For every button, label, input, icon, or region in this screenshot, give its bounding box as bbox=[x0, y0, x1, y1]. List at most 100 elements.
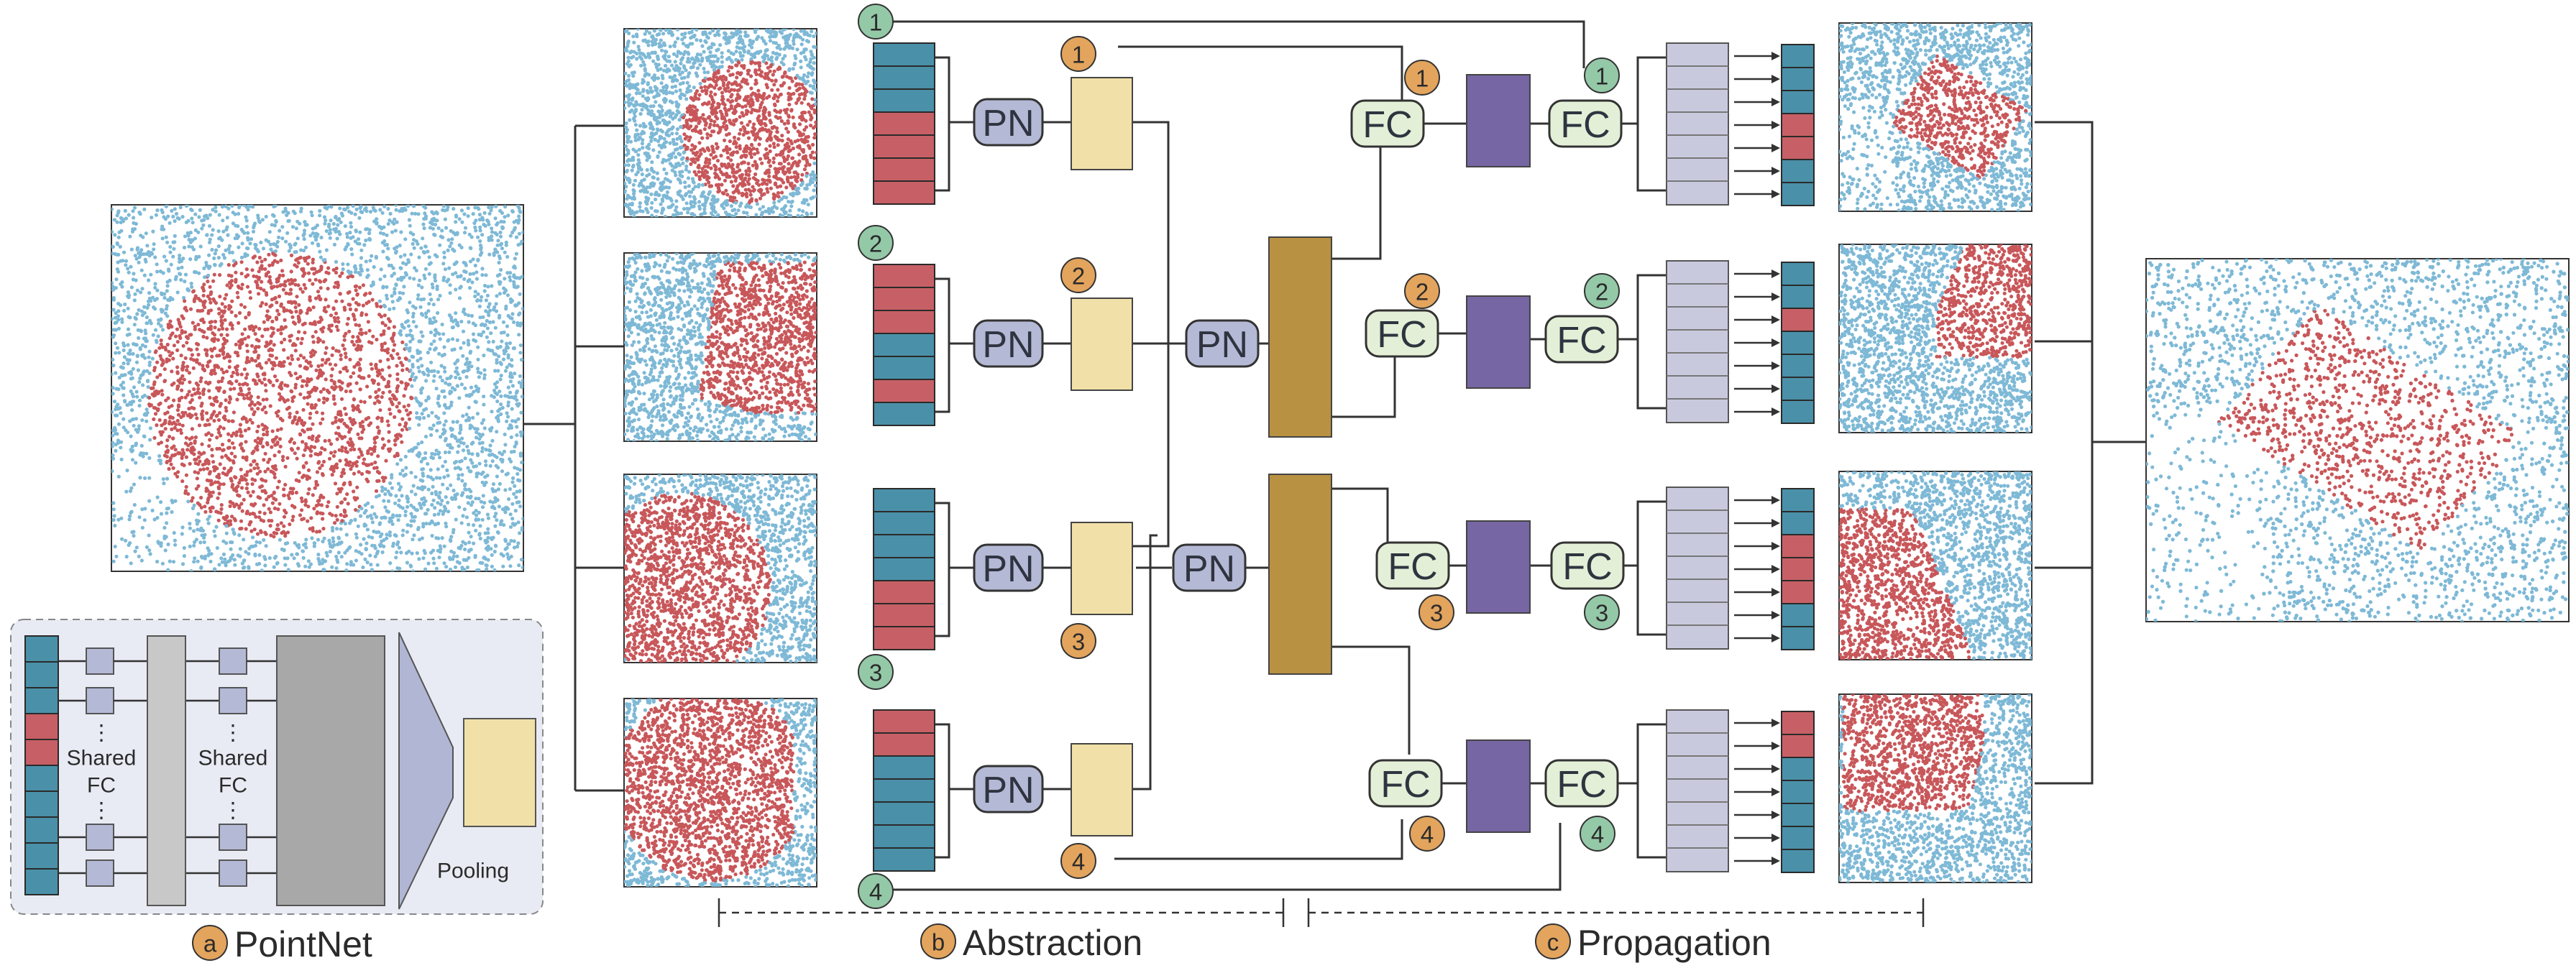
scatter-point bbox=[181, 413, 185, 418]
scatter-point bbox=[131, 351, 135, 356]
scatter-point bbox=[201, 308, 205, 313]
scatter-point bbox=[478, 253, 482, 257]
scatter-point bbox=[391, 513, 395, 517]
scatter-point bbox=[493, 369, 498, 373]
scatter-point bbox=[140, 287, 145, 291]
scatter-point bbox=[421, 556, 426, 561]
scatter-point bbox=[138, 346, 142, 350]
scatter-point bbox=[514, 441, 518, 446]
scatter-point bbox=[306, 402, 310, 406]
scatter-point bbox=[216, 338, 220, 342]
scatter-point bbox=[500, 459, 505, 464]
scatter-point bbox=[377, 400, 382, 405]
scatter-point bbox=[405, 367, 409, 372]
scatter-point bbox=[221, 326, 225, 331]
scatter-point bbox=[422, 408, 426, 412]
scatter-point bbox=[505, 254, 510, 259]
scatter-point bbox=[729, 94, 733, 99]
scatter-point bbox=[380, 321, 385, 326]
scatter-point bbox=[381, 390, 385, 395]
scatter-point bbox=[188, 333, 192, 337]
scatter-point bbox=[702, 207, 707, 211]
scatter-point bbox=[237, 211, 241, 216]
scatter-point bbox=[442, 250, 446, 254]
scatter-point bbox=[221, 426, 226, 430]
scatter-point bbox=[119, 516, 124, 520]
scatter-point bbox=[162, 367, 167, 372]
scatter-point bbox=[342, 514, 347, 519]
scatter-point bbox=[459, 382, 464, 387]
scatter-point bbox=[178, 422, 182, 426]
scatter-point bbox=[225, 283, 229, 287]
scatter-point bbox=[277, 294, 282, 298]
scatter-point bbox=[132, 216, 136, 220]
scatter-point bbox=[223, 297, 227, 301]
scatter-point bbox=[496, 417, 500, 422]
scatter-point bbox=[311, 529, 315, 533]
scatter-point bbox=[198, 540, 203, 545]
scatter-point bbox=[283, 400, 287, 404]
scatter-point bbox=[510, 209, 515, 214]
scatter-point bbox=[292, 395, 296, 399]
scatter-point bbox=[352, 318, 357, 322]
scatter-point bbox=[342, 334, 347, 338]
scatter-point bbox=[162, 379, 168, 383]
scatter-point bbox=[436, 521, 441, 526]
scatter-point bbox=[390, 274, 394, 278]
scatter-point bbox=[394, 250, 398, 254]
scatter-point bbox=[314, 368, 318, 372]
scatter-point bbox=[257, 553, 262, 557]
scatter-point bbox=[159, 338, 163, 343]
scatter-point bbox=[128, 489, 133, 494]
scatter-point bbox=[114, 448, 118, 453]
scatter-point bbox=[255, 540, 259, 544]
scatter-point bbox=[165, 521, 169, 525]
scatter-point bbox=[188, 441, 193, 446]
scatter-point bbox=[448, 557, 452, 561]
scatter-point bbox=[497, 315, 502, 320]
scatter-point bbox=[293, 382, 298, 387]
scatter-point bbox=[334, 431, 339, 435]
scatter-point bbox=[468, 259, 473, 264]
scatter-point bbox=[180, 562, 185, 566]
scatter-point bbox=[237, 392, 242, 397]
scatter-point bbox=[281, 287, 285, 292]
scatter-point bbox=[505, 341, 509, 346]
scatter-point bbox=[420, 440, 424, 445]
scatter-point bbox=[426, 351, 431, 355]
scatter-point bbox=[486, 219, 490, 223]
scatter-point bbox=[240, 561, 244, 566]
scatter-point bbox=[521, 275, 523, 279]
scatter-point bbox=[194, 270, 198, 275]
scatter-point bbox=[349, 225, 354, 229]
scatter-point bbox=[208, 438, 212, 442]
scatter-point bbox=[477, 497, 481, 501]
scatter-point bbox=[334, 259, 339, 264]
scatter-point bbox=[454, 220, 458, 224]
scatter-point bbox=[370, 462, 374, 466]
scatter-point bbox=[348, 307, 352, 311]
scatter-point bbox=[195, 522, 199, 526]
scatter-point bbox=[483, 223, 487, 228]
scatter-point bbox=[256, 424, 261, 428]
scatter-point bbox=[700, 89, 705, 93]
scatter-point bbox=[194, 457, 198, 461]
scatter-point bbox=[397, 545, 402, 550]
scatter-point bbox=[259, 304, 263, 308]
scatter-point bbox=[353, 517, 357, 522]
scatter-point bbox=[245, 285, 250, 289]
scatter-point bbox=[180, 314, 184, 318]
scatter-point bbox=[454, 287, 458, 292]
scatter-point bbox=[438, 243, 442, 247]
scatter-point bbox=[275, 260, 280, 264]
scatter-point bbox=[641, 121, 646, 126]
scatter-point bbox=[252, 512, 256, 516]
scatter-point bbox=[244, 267, 249, 272]
scatter-point bbox=[272, 297, 277, 301]
scatter-point bbox=[380, 342, 384, 346]
scatter-point bbox=[125, 469, 129, 473]
scatter-point bbox=[201, 392, 206, 397]
scatter-point bbox=[283, 318, 287, 322]
scatter-point bbox=[207, 240, 212, 244]
scatter-point bbox=[155, 495, 160, 499]
